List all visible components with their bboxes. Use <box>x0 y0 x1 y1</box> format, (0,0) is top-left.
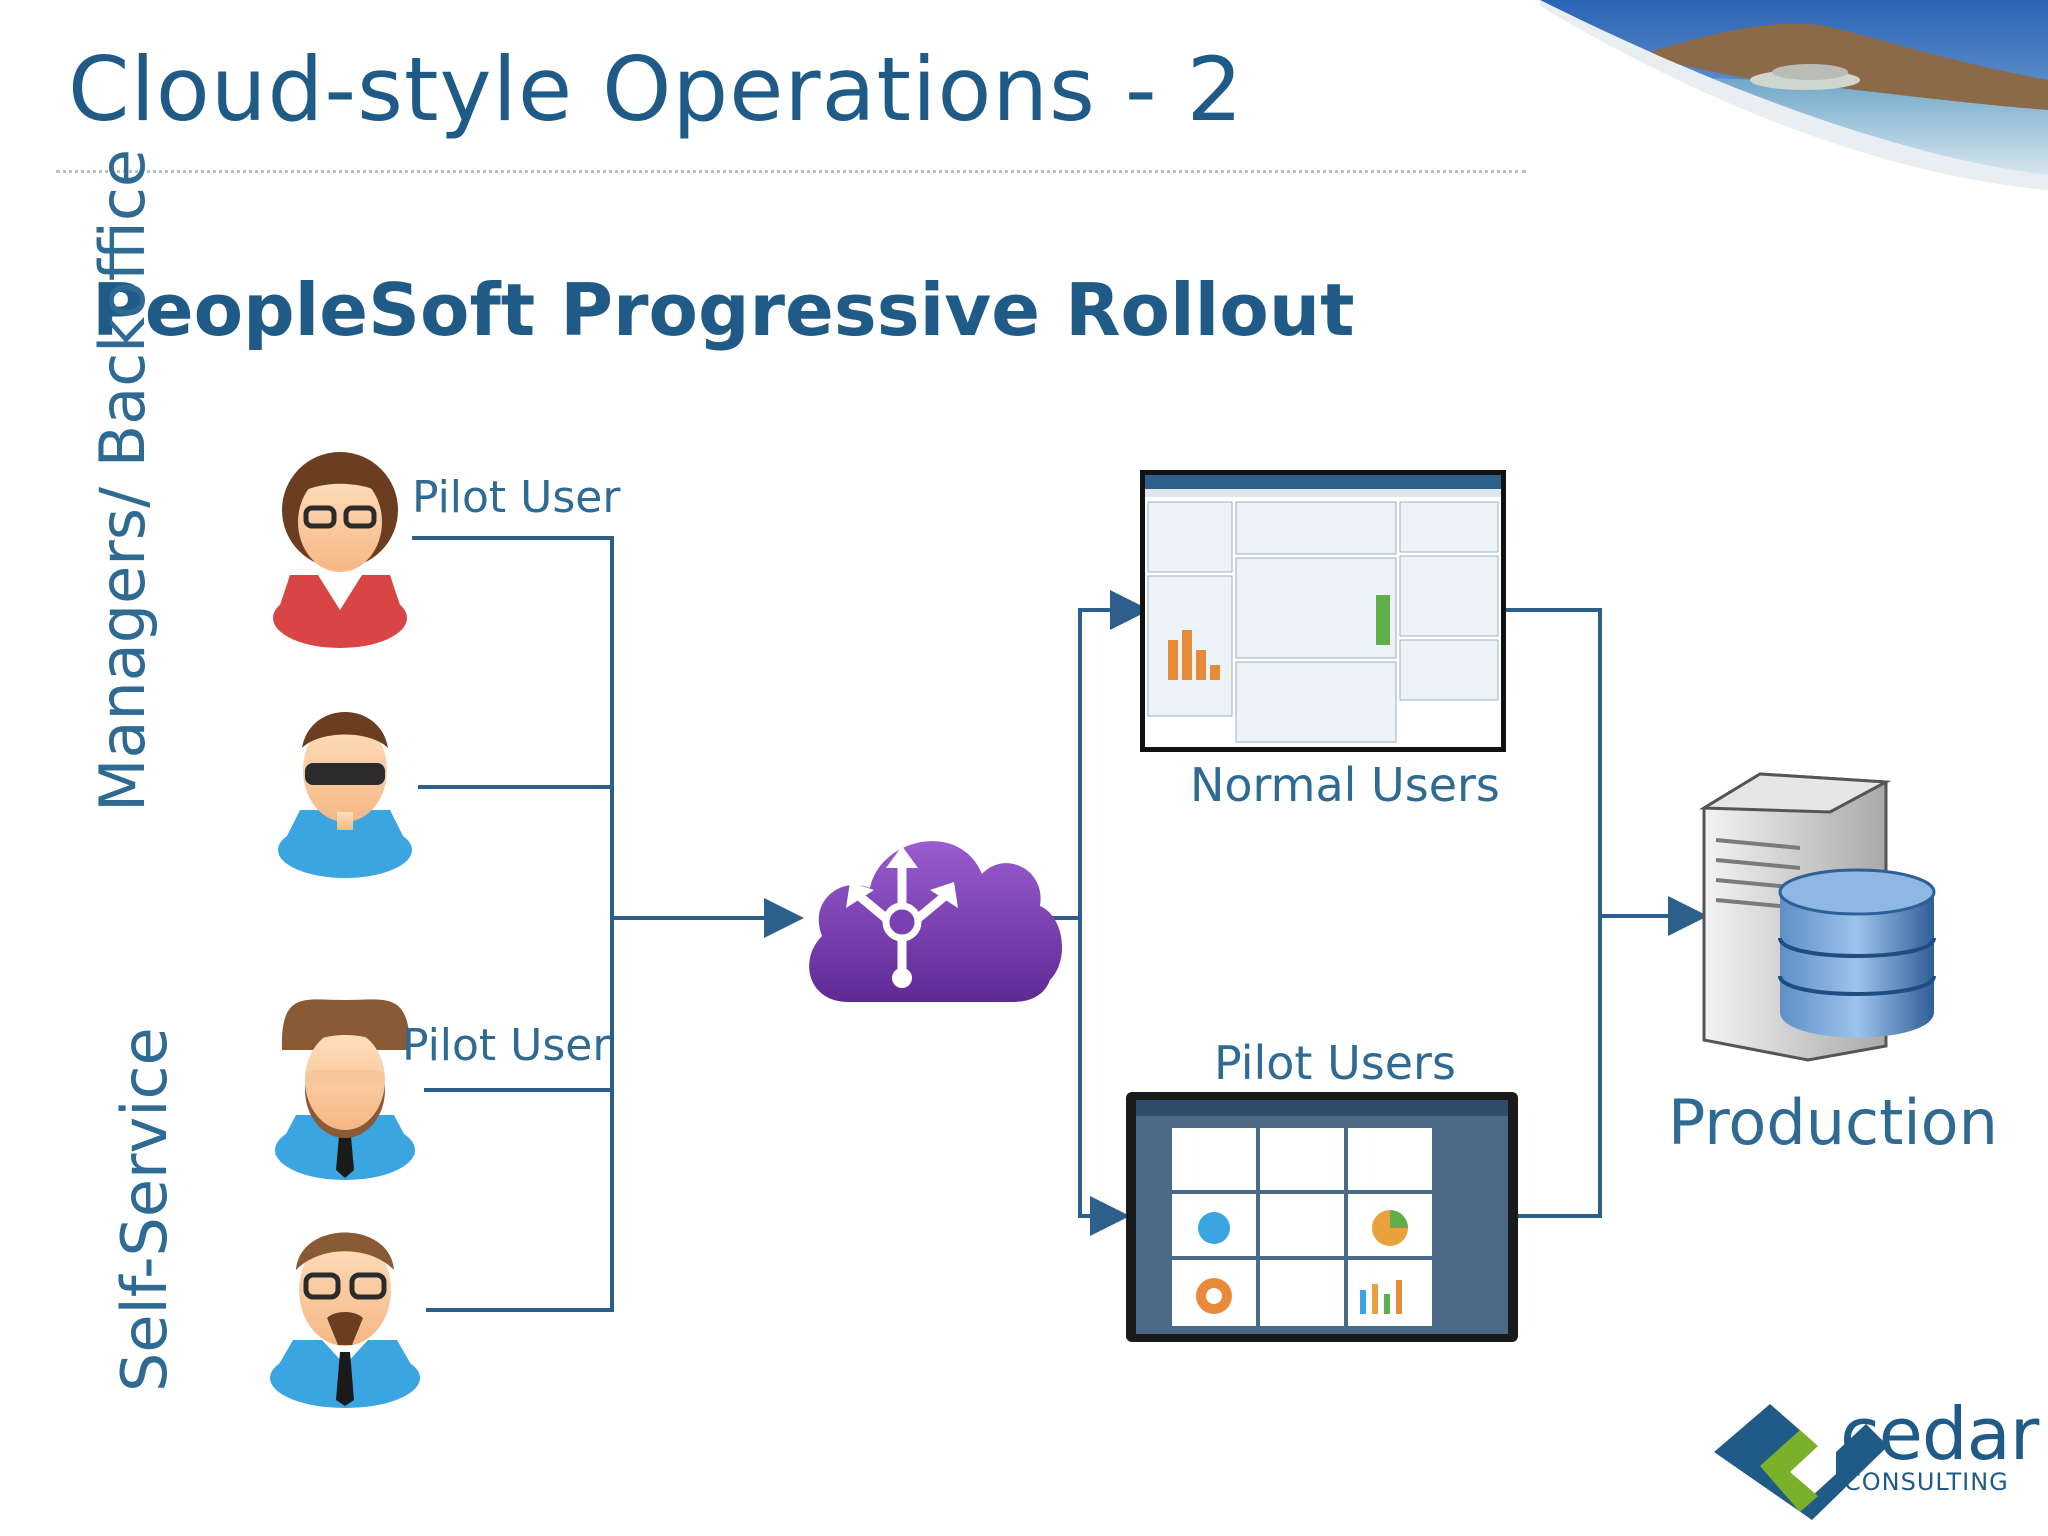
desktop-app-screenshot <box>1140 470 1506 752</box>
pilot-user-label-top: Pilot User <box>412 472 621 523</box>
pilot-users-label: Pilot Users <box>1214 1036 1456 1090</box>
tablet-app-screenshot <box>1126 1092 1518 1342</box>
landscape-photo <box>1540 0 2048 190</box>
user-avatar-icon <box>275 999 415 1180</box>
normal-users-label: Normal Users <box>1190 758 1500 812</box>
cloud-router-icon <box>809 841 1063 1002</box>
server-database-icon <box>1698 772 1936 1062</box>
logo-name: cedar <box>1840 1392 2039 1476</box>
slide-title: Cloud-style Operations - 2 <box>68 38 1244 141</box>
user-avatar-icon <box>273 452 407 648</box>
slide-subtitle: PeopleSoft Progressive Rollout <box>92 268 1355 352</box>
cedar-logo-mark <box>1714 1404 1888 1520</box>
production-label: Production <box>1668 1086 1998 1159</box>
logo-tagline: CONSULTING <box>1844 1468 2009 1496</box>
user-avatar-icon <box>270 1232 420 1408</box>
pilot-user-label-bottom: Pilot User <box>402 1020 611 1071</box>
title-divider <box>56 170 1526 173</box>
user-avatar-icon <box>278 712 412 878</box>
